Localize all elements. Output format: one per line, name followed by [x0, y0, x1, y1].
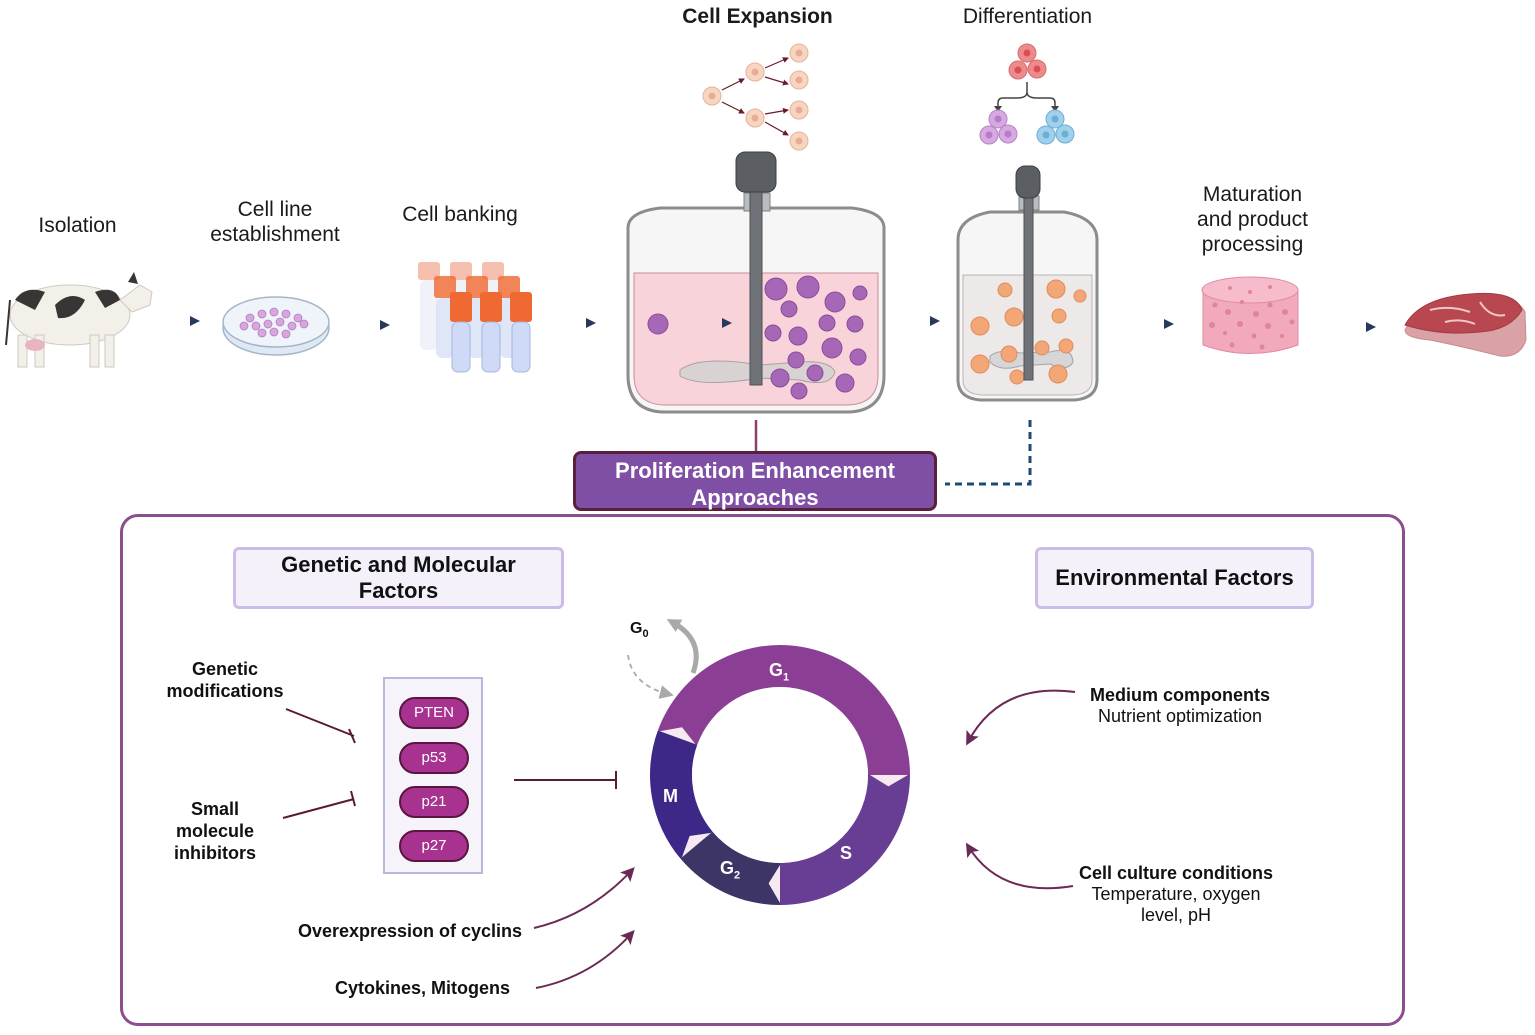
phase-label-m: M	[663, 786, 678, 807]
gene-pill-p21: p21	[399, 786, 469, 818]
approaches-panel	[120, 514, 1405, 1026]
proliferation-title-line: Proliferation Enhancement	[615, 458, 895, 483]
target-genes-box: PTEN p53 p21 p27	[383, 677, 483, 874]
bioreactor-expansion-icon	[626, 151, 886, 414]
phase-name: G	[630, 620, 643, 637]
medium-components-item: Medium components Nutrient optimization	[1075, 684, 1285, 727]
medium-components-detail: Nutrient optimization	[1097, 706, 1263, 726]
phase-label-g0: G0	[630, 620, 649, 640]
phase-name: S	[840, 843, 853, 863]
proliferation-title-line: Approaches	[691, 485, 819, 510]
phase-label-g1: G1	[769, 660, 789, 684]
steak-icon	[1404, 292, 1527, 357]
medium-components-title: Medium components	[1089, 685, 1270, 705]
genetic-molecular-factors-header: Genetic and Molecular Factors	[233, 547, 564, 609]
petri-dish-icon	[222, 296, 330, 356]
phase-label-g2: G2	[720, 858, 740, 882]
cell-division-icon	[702, 43, 809, 151]
cryovials-icon	[418, 262, 532, 373]
phase-label-s: S	[840, 843, 852, 864]
stage-label-differentiation: Differentiation	[962, 5, 1093, 28]
stage-label-cell-expansion: Cell Expansion	[682, 5, 833, 28]
label-line: inhibitors	[174, 843, 256, 863]
stage-label-line: processing	[1201, 233, 1304, 256]
culture-conditions-item: Cell culture conditions Temperature, oxy…	[1070, 862, 1282, 926]
phase-sub: 0	[642, 628, 649, 641]
header-line: Factors	[358, 578, 439, 603]
phase-name: M	[663, 786, 678, 806]
genetic-modifications-label: Genetic modifications	[155, 658, 295, 702]
culture-conditions-title: Cell culture conditions	[1078, 863, 1274, 883]
label-line: molecule	[175, 821, 255, 841]
stage-label-line: and product	[1197, 208, 1308, 231]
differentiation-cells-icon	[979, 43, 1075, 145]
stage-label-cell-line: Cell line establishment	[190, 197, 360, 247]
phase-sub: 1	[783, 671, 790, 684]
label-line: modifications	[166, 681, 284, 701]
cytokines-mitogens-label: Cytokines, Mitogens	[334, 978, 511, 998]
small-molecule-inhibitors-label: Small molecule inhibitors	[155, 798, 275, 864]
gene-pill-p27: p27	[399, 830, 469, 862]
proliferation-approaches-box: Proliferation Enhancement Approaches	[573, 451, 937, 511]
dashed-connector	[945, 420, 1032, 486]
culture-conditions-detail: Temperature, oxygen	[1091, 884, 1261, 904]
phase-name: G	[769, 660, 784, 680]
stage-label-isolation: Isolation	[38, 214, 117, 237]
stage-label-line: Maturation	[1202, 183, 1303, 206]
phase-name: G	[720, 858, 735, 878]
gene-pill-p53: p53	[399, 742, 469, 774]
label-line: Genetic	[191, 659, 259, 679]
pipeline-illustrations	[5, 43, 1527, 486]
overexpression-cyclins-label: Overexpression of cyclins	[297, 921, 523, 941]
culture-conditions-detail: level, pH	[1140, 905, 1212, 925]
label-line: Small	[190, 799, 240, 819]
stage-label-cell-banking: Cell banking	[402, 203, 518, 226]
cow-icon	[5, 272, 153, 368]
stage-label-line: establishment	[210, 223, 340, 246]
bioreactor-differentiation-icon	[956, 165, 1099, 402]
environmental-factors-header: Environmental Factors	[1035, 547, 1314, 609]
header-line: Genetic and Molecular	[281, 552, 516, 577]
gene-pill-pten: PTEN	[399, 697, 469, 729]
phase-sub: 2	[734, 869, 741, 882]
stage-label-maturation: Maturation and product processing	[1170, 182, 1335, 257]
stage-label-line: Cell line	[237, 198, 313, 221]
scaffold-icon	[1201, 276, 1299, 354]
